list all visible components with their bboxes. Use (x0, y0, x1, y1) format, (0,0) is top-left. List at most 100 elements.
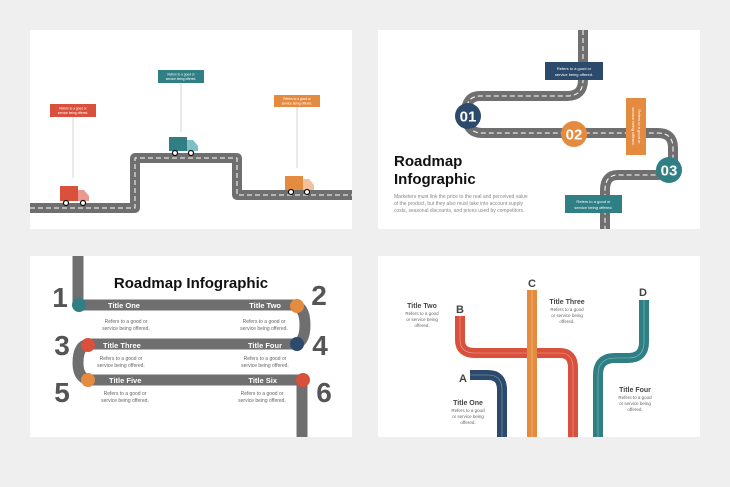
label-box-teal: Refers to a good or service being offere… (158, 70, 204, 83)
slide-numbered-roadmap[interactable]: Roadmap Infographic 1 Title One Refers t… (30, 256, 352, 437)
lane-desc: offered. (559, 319, 574, 324)
step-desc: service being offered. (238, 398, 286, 404)
step-marker-03: 03 (656, 157, 682, 183)
callout-text: Refers to a good or (576, 199, 611, 204)
body-text: of the product, but they also must take … (394, 201, 523, 207)
truck-icon-red (60, 186, 89, 207)
step-number: 6 (316, 377, 332, 408)
truck-icon-orange (285, 176, 314, 196)
step-dot (296, 373, 310, 387)
step-desc: Refers to a good or (244, 356, 287, 362)
label-box-orange: Refers to a good or service being offere… (274, 95, 320, 107)
road-centerline (465, 30, 674, 229)
step-title: Title One (108, 301, 140, 310)
step-desc: service being offered. (240, 326, 288, 332)
step-desc: Refers to a good or (241, 391, 284, 397)
step-desc: service being offered. (241, 363, 289, 369)
lane-desc: Refers to a good (550, 307, 584, 312)
lane-desc: or service being (551, 313, 583, 318)
lane-title: Title Four (619, 387, 651, 394)
label-text: service being offered. (58, 111, 89, 115)
lane-letter: A (459, 373, 467, 385)
lane-desc: Refers to a good (618, 395, 652, 400)
slide-winding-roadmap[interactable]: 01 02 03 Refers to a good or service bei… (378, 30, 700, 229)
step-title: Title Two (249, 301, 281, 310)
label-text: Refers to a good or (167, 73, 195, 77)
step-dot (290, 337, 304, 351)
lane-desc: Refers to a good (451, 408, 485, 413)
step-number: 03 (661, 163, 678, 180)
lane-b-stripe (459, 316, 574, 437)
callout-text: service being offered. (631, 107, 636, 145)
step-number: 01 (460, 109, 477, 126)
callout-navy: Refers to a good or service being offere… (545, 62, 603, 80)
slide-lanes-roadmap[interactable]: A B C D Title One Refers to a good or se… (378, 256, 700, 437)
step-title: Title Three (103, 341, 141, 350)
slide-title: Infographic (394, 171, 476, 188)
body-text: Marketers must link the price to the rea… (394, 194, 528, 200)
step-desc: service being offered. (102, 326, 150, 332)
step-desc: service being offered. (97, 363, 145, 369)
step-3: 3 Title Three Refers to a good or servic… (54, 330, 145, 369)
lane-desc: or service being (619, 401, 651, 406)
callout-teal: Refers to a good or service being offere… (565, 195, 622, 213)
lane-d-stripe (597, 300, 645, 437)
lane-letter: C (528, 278, 536, 290)
lane-a-stripe (470, 374, 503, 437)
step-title: Title Six (248, 376, 277, 385)
step-desc: Refers to a good or (243, 319, 286, 325)
truck-icon-teal (169, 137, 198, 157)
lane-letter: D (639, 287, 647, 299)
step-desc: service being offered. (101, 398, 149, 404)
road (72, 256, 311, 437)
step-number: 1 (52, 282, 68, 313)
lane-desc: offered. (627, 407, 642, 412)
step-number: 4 (312, 330, 328, 361)
step-dot (72, 298, 86, 312)
lane-letter: B (456, 304, 464, 316)
step-2: 2 Title Two Refers to a good or service … (240, 280, 327, 332)
step-number: 02 (566, 127, 583, 144)
step-4: 4 Title Four Refers to a good or service… (241, 330, 328, 369)
step-desc: Refers to a good or (104, 391, 147, 397)
label-text: Refers to a good or (59, 107, 87, 111)
lane-label-title-four: Title Four Refers to a good or service b… (618, 387, 652, 412)
lane-title: Title One (453, 400, 483, 407)
road-centerline (30, 157, 352, 209)
callout-text: service being offered. (555, 72, 593, 77)
step-number: 2 (311, 280, 327, 311)
lane-label-title-three: Title Three Refers to a good or service … (549, 299, 584, 324)
step-desc: Refers to a good or (100, 356, 143, 362)
label-text: service being offered. (166, 77, 197, 81)
lane-label-title-one: Title One Refers to a good or service be… (451, 400, 485, 425)
step-marker-01: 01 (455, 103, 481, 129)
step-5: 5 Title Five Refers to a good or service… (54, 373, 149, 408)
lane-desc: offered. (414, 323, 429, 328)
lane-title: Title Two (407, 303, 437, 310)
step-number: 5 (54, 377, 70, 408)
step-number: 3 (54, 330, 70, 361)
slide-title: Roadmap (394, 153, 462, 170)
lane-title: Title Three (549, 299, 584, 306)
step-marker-02: 02 (561, 121, 587, 147)
step-1: 1 Title One Refers to a good or service … (52, 282, 150, 332)
label-box-red: Refers to a good or service being offere… (50, 104, 96, 117)
callout-text: Refers to a good or (637, 109, 642, 144)
lane-desc: or service being (406, 317, 438, 322)
callout-text: service being offered. (574, 205, 612, 210)
lane-desc: offered. (460, 420, 475, 425)
step-desc: Refers to a good or (105, 319, 148, 325)
label-text: service being offered. (282, 102, 313, 106)
body-text: costs, seasonal discounts, and prices us… (394, 208, 524, 214)
label-text: Refers to a good or (283, 97, 311, 101)
step-dot (290, 299, 304, 313)
lane-desc: Refers to a good (405, 311, 439, 316)
slide-background (378, 256, 700, 437)
step-dot (81, 373, 95, 387)
slide-title: Roadmap Infographic (114, 275, 268, 292)
step-title: Title Five (109, 376, 141, 385)
step-title: Title Four (248, 341, 282, 350)
slide-truck-roadmap[interactable]: Refers to a good or service being offere… (30, 30, 352, 229)
callout-orange-vertical: Refers to a good or service being offere… (626, 98, 646, 155)
